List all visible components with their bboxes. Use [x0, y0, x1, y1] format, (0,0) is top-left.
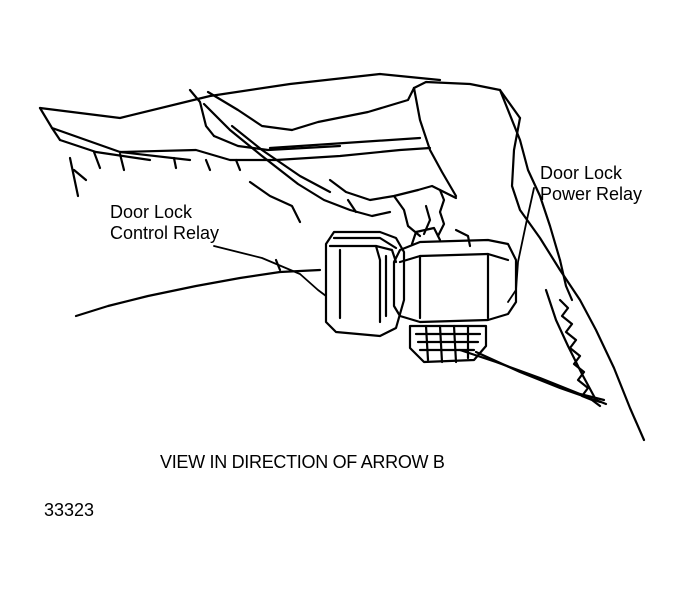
control-relay-label-line1: Door Lock	[110, 202, 193, 222]
control-relay	[324, 230, 406, 338]
leader-lines	[213, 187, 535, 303]
relay-connector	[408, 324, 602, 404]
view-caption: VIEW IN DIRECTION OF ARROW B	[160, 452, 445, 472]
control-relay-label-line2: Control Relay	[110, 223, 220, 243]
power-relay-label-line2: Power Relay	[540, 184, 643, 204]
power-relay-label-line1: Door Lock	[540, 163, 623, 183]
mounting-bracket	[202, 102, 458, 238]
a-pillar-structure	[412, 80, 646, 442]
dash-panel-structure	[38, 72, 442, 198]
figure-number: 33323	[44, 500, 95, 520]
power-relay-label: Door Lock Power Relay	[540, 163, 642, 205]
power-relay	[392, 226, 518, 324]
control-relay-label: Door Lock Control Relay	[110, 202, 219, 244]
